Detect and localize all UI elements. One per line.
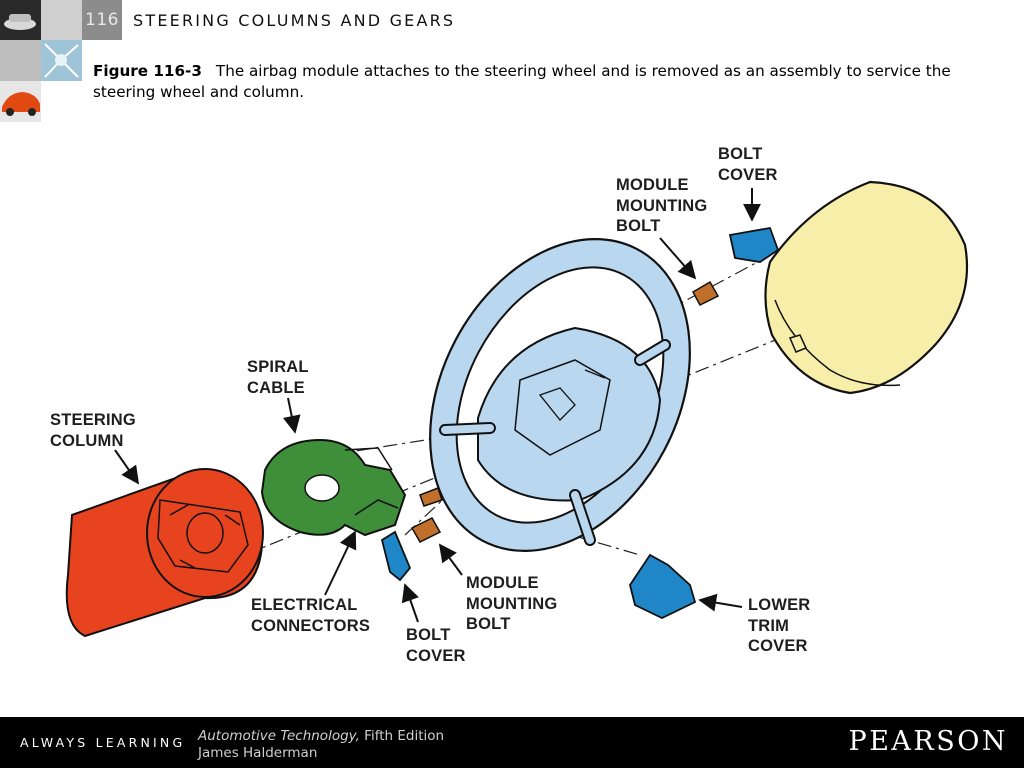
label-module-mounting-bolt-bottom: MODULE MOUNTING BOLT	[466, 574, 558, 633]
chapter-number-box: 116	[82, 0, 122, 40]
steering-wheel	[429, 238, 691, 552]
bolt-cover-bottom	[380, 530, 412, 582]
bolt-cover-top	[728, 226, 780, 263]
diagram-drawing	[65, 180, 969, 638]
label-lower-trim-cover: LOWER TRIM COVER	[748, 596, 811, 655]
publisher-logo: PEARSON	[848, 726, 1008, 757]
lower-trim-cover	[629, 553, 697, 619]
airbag-module	[764, 180, 969, 395]
module-mounting-bolts	[410, 280, 720, 543]
spiral-cable	[260, 438, 407, 537]
callout-arrows	[114, 188, 761, 623]
steering-column	[65, 468, 264, 638]
book-author: James Halderman	[198, 745, 318, 761]
figure-label: Figure 116-3	[93, 62, 202, 80]
book-info: Automotive Technology, Fifth Edition Jam…	[198, 728, 444, 762]
label-electrical-connectors: ELECTRICAL CONNECTORS	[251, 596, 371, 635]
chapter-number: 116	[85, 10, 119, 30]
airbag-exploded-diagram: BOLT COVER MODULE MOUNTING BOLT SPIRAL C…	[0, 130, 1024, 705]
label-bolt-cover-bottom: BOLT COVER	[406, 626, 466, 665]
label-module-mounting-bolt-top: MODULE MOUNTING BOLT	[616, 176, 708, 235]
label-steering-column: STEERING COLUMN	[50, 411, 136, 450]
book-title: Automotive Technology,	[198, 728, 360, 744]
label-spiral-cable: SPIRAL CABLE	[247, 358, 309, 397]
book-edition: Fifth Edition	[359, 728, 445, 744]
car-thumbnail-images	[0, 0, 82, 122]
caption-text: The airbag module attaches to the steeri…	[93, 62, 951, 101]
footer-tagline: ALWAYS LEARNING	[20, 735, 186, 750]
chapter-title: STEERING COLUMNS AND GEARS	[133, 11, 456, 30]
label-bolt-cover-top: BOLT COVER	[718, 145, 778, 184]
footer-bar: ALWAYS LEARNING Automotive Technology, F…	[0, 717, 1024, 768]
header-thumbnails	[0, 0, 82, 122]
